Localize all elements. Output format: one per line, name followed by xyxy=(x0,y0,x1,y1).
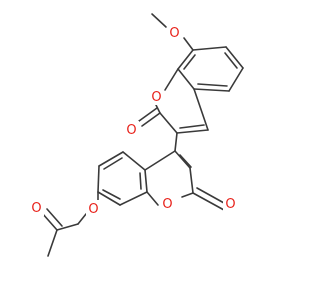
bond-o-c8 xyxy=(183,37,194,51)
bond-inner-c7-c6 xyxy=(224,52,238,69)
bond-c2prime-o-carbonyl-b xyxy=(196,187,225,204)
bond-ketone-co-b xyxy=(46,208,63,227)
methoxy-oxygen-label: O xyxy=(169,26,179,41)
bond-inner-c4prime-c3prime xyxy=(179,154,192,168)
bond-inner-c3-c4 xyxy=(179,124,205,129)
bond-ch2-carbonyl-c xyxy=(56,223,79,231)
lower-carbonyl-oxygen-label: O xyxy=(225,197,235,212)
bond-c4prime-c3prime xyxy=(174,150,191,169)
atom-label-layer: O O O O O O O xyxy=(29,24,238,217)
bond-c8-c7 xyxy=(192,46,227,51)
ether-oxygen-label: O xyxy=(88,202,98,217)
bond-inner-c8aprime-c4aprime xyxy=(139,172,142,190)
bond-c8a-c8 xyxy=(177,49,194,70)
methoxy-oxygen-atom: O xyxy=(167,24,182,41)
bond-c3prime-c2prime xyxy=(189,167,194,194)
bond-c6prime-c7prime xyxy=(97,165,100,193)
ketone-oxygen-label: O xyxy=(31,201,41,216)
bond-c4prime-c4aprime xyxy=(144,150,176,171)
bond-c6-c5 xyxy=(228,67,244,92)
bond-c4aprime-c5prime xyxy=(122,151,146,171)
bond-c3-c4 xyxy=(176,129,209,134)
bond-c7-c6 xyxy=(225,46,244,69)
bond-c2prime-o-carbonyl-a xyxy=(192,192,225,211)
bond-ketone-co-a xyxy=(41,212,58,231)
molecule-canvas: O O O O O O O xyxy=(29,13,244,257)
lower-ring-oxygen-atom: O xyxy=(160,195,175,212)
ether-oxygen-atom: O xyxy=(86,200,101,217)
bond-inner-c5-c4a xyxy=(197,83,228,87)
bond-c7prime-c8prime xyxy=(97,191,121,206)
bond-c2prime-o1prime xyxy=(181,192,194,198)
bond-c5-c4a xyxy=(193,88,230,92)
bond-c2-c3 xyxy=(159,112,178,134)
bond-c4a-c8a xyxy=(177,68,195,90)
bond-c2-o-carbonyl-a xyxy=(141,112,161,127)
upper-carbonyl-oxygen-atom: O xyxy=(124,121,139,138)
bond-c4-c4a xyxy=(193,88,209,131)
bond-methyl-o xyxy=(151,13,167,28)
bond-o1prime-c8aprime xyxy=(146,191,159,206)
bond-c2-o-carbonyl-b xyxy=(138,107,158,122)
bond-o-ether-ch2 xyxy=(77,213,87,225)
lower-carbonyl-oxygen-atom: O xyxy=(223,195,238,212)
bond-inner-c5prime-c6prime xyxy=(103,157,123,170)
bond-inner-c7prime-c8prime xyxy=(102,189,121,200)
ketone-oxygen-atom: O xyxy=(29,199,44,216)
bond-c5prime-c6prime xyxy=(98,151,124,167)
structure-diagram: O O O O O O O xyxy=(29,13,244,257)
lower-ring-oxygen-label: O xyxy=(162,197,172,212)
upper-ring-oxygen-label: O xyxy=(151,90,161,105)
bond-layer xyxy=(41,13,244,257)
bond-c3-c4prime xyxy=(174,132,178,152)
bond-carbonyl-c-methyl xyxy=(47,229,58,257)
bond-c8prime-c8aprime xyxy=(119,191,148,206)
bond-c8aprime-c4aprime xyxy=(144,169,148,193)
bond-c8a-o1 xyxy=(164,68,179,91)
upper-carbonyl-oxygen-label: O xyxy=(126,123,136,138)
upper-ring-oxygen-atom: O xyxy=(149,88,164,105)
bond-inner-c8a-c8 xyxy=(183,54,196,70)
